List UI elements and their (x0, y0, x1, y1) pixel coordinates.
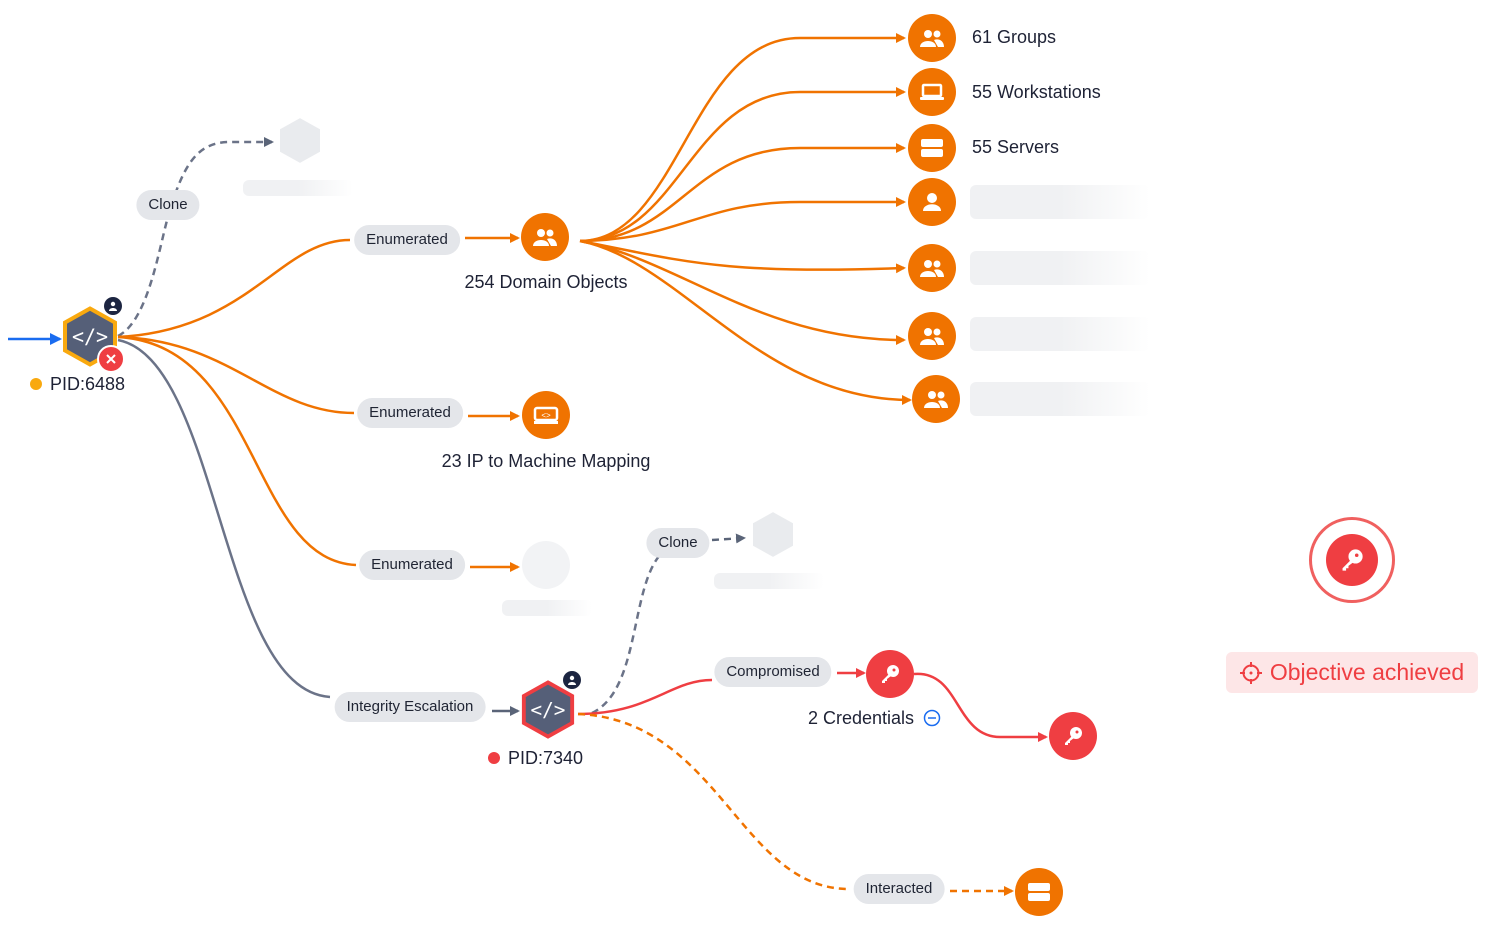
code-icon: </> (521, 680, 575, 739)
servers-node[interactable] (908, 124, 956, 172)
enum-edge-1 (117, 238, 351, 339)
ghost-process-node (749, 510, 797, 565)
server-node[interactable] (1015, 868, 1063, 916)
group-node[interactable] (908, 312, 956, 360)
ip-mapping-label: 23 IP to Machine Mapping (441, 451, 651, 471)
loading-placeholder (970, 382, 1150, 416)
objective-achieved-badge: Objective achieved (1226, 652, 1478, 693)
objective-key (1326, 534, 1378, 586)
user-icon (923, 193, 941, 211)
ghost-process-node (276, 116, 324, 171)
loading-placeholder (970, 251, 1150, 285)
server-icon (921, 139, 943, 157)
loading-placeholder (243, 180, 353, 196)
loading-placeholder (970, 185, 1150, 219)
group-node[interactable] (912, 375, 960, 423)
user-node[interactable] (908, 178, 956, 226)
user-icon (563, 671, 581, 689)
status-dot (30, 378, 42, 390)
users-icon (533, 229, 557, 246)
compromised-edge (577, 678, 713, 716)
workstations-label: 55 Workstations (972, 82, 1101, 102)
laptop-icon (920, 83, 944, 100)
edge-label-integrity-escalation[interactable]: Integrity Escalation (334, 692, 486, 722)
edge-label-clone[interactable]: Clone (136, 190, 200, 220)
pid-label-root: PID:6488 (30, 374, 125, 395)
edge-label-enumerated[interactable]: Enumerated (354, 225, 460, 255)
pid-text: PID:7340 (508, 748, 584, 768)
user-icon (104, 297, 122, 315)
edge-label-interacted[interactable]: Interacted (853, 874, 945, 904)
groups-node[interactable] (908, 14, 956, 62)
pid-text: PID:6488 (50, 374, 126, 394)
edge-label-compromised[interactable]: Compromised (714, 657, 832, 687)
groups-label: 61 Groups (972, 27, 1057, 47)
key-icon (1065, 727, 1082, 745)
group-node[interactable] (908, 244, 956, 292)
crosshair-icon (1239, 661, 1262, 684)
status-dot (488, 752, 500, 764)
key-icon (882, 665, 899, 683)
servers-label: 55 Servers (972, 137, 1060, 157)
integrity-edge (117, 338, 331, 699)
workstations-node[interactable] (908, 68, 956, 116)
svg-text:<>: <> (541, 411, 551, 420)
pid-label-child: PID:7340 (488, 748, 583, 769)
svg-text:</>: </> (72, 325, 108, 349)
loading-placeholder (502, 600, 592, 616)
loading-placeholder (970, 317, 1150, 351)
process-node-7340[interactable]: </> (519, 680, 577, 745)
svg-text:</>: </> (531, 698, 566, 721)
credential-node[interactable] (1049, 712, 1097, 760)
edge-label-clone[interactable]: Clone (646, 528, 710, 558)
domain-objects-label: 254 Domain Objects (464, 272, 628, 292)
collapse-icon[interactable] (923, 709, 941, 727)
objective-text: Objective achieved (1269, 659, 1465, 685)
users-icon (920, 328, 944, 345)
interacted-edge (577, 712, 851, 891)
credentials-label: 2 Credentials (808, 708, 941, 729)
credentials-node[interactable] (866, 650, 914, 698)
users-icon (924, 391, 948, 408)
network-icon: <> (533, 406, 559, 424)
terminated-icon (97, 345, 125, 373)
key-icon (1342, 549, 1363, 571)
clone-edge-2 (591, 554, 661, 715)
users-icon (920, 30, 944, 47)
clone-edge-1 (117, 137, 274, 338)
server-icon (1028, 883, 1050, 901)
edge-label-enumerated[interactable]: Enumerated (357, 398, 463, 428)
domain-objects-node[interactable] (521, 213, 569, 261)
loading-placeholder (714, 573, 824, 589)
enum-edge-2 (117, 335, 355, 415)
credentials-text: 2 Credentials (808, 708, 915, 728)
enum-edge-3 (117, 335, 357, 567)
users-icon (920, 260, 944, 277)
ghost-node (522, 541, 570, 589)
objective-node[interactable] (1309, 517, 1395, 603)
ip-mapping-node[interactable]: <> (522, 391, 570, 439)
edge-label-enumerated[interactable]: Enumerated (359, 550, 465, 580)
